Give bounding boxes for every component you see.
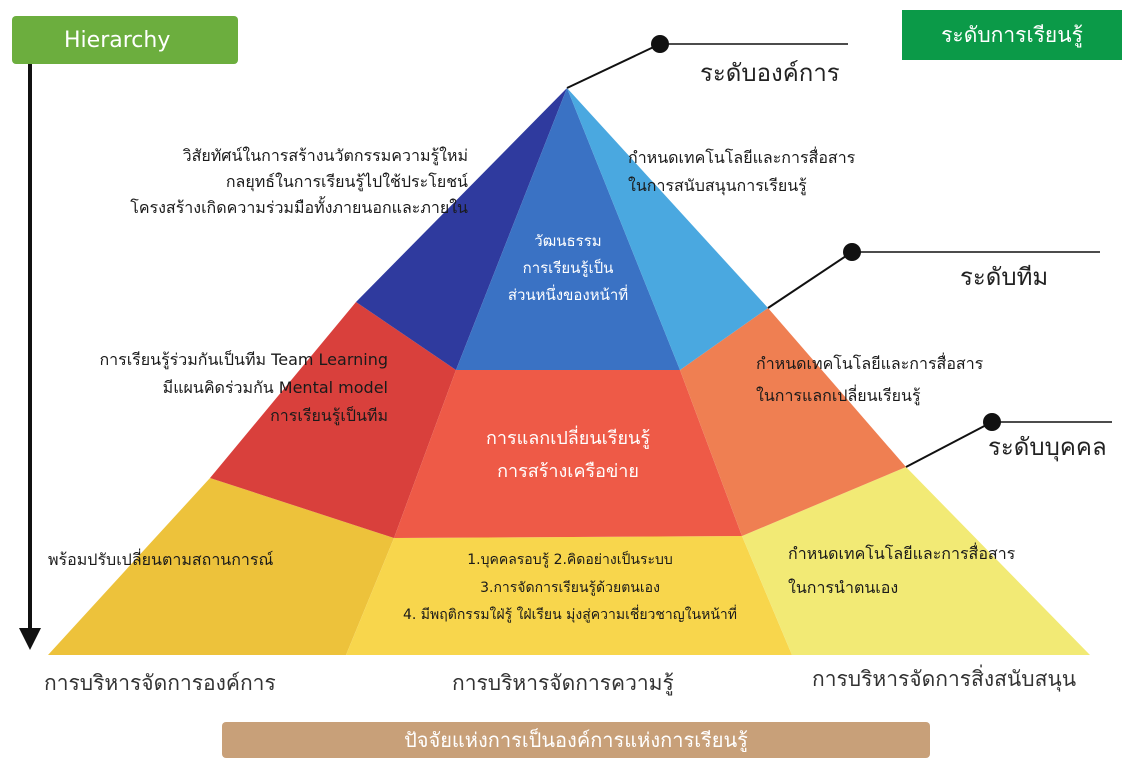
text-line: กลยุทธ์ในการเรียนรู้ไปใช้ประโยชน์	[225, 172, 468, 191]
middle-center-section	[394, 370, 742, 538]
level-organization: ระดับองค์การ	[700, 59, 840, 87]
individual-callout-line	[905, 421, 993, 468]
top-left-text: วิสัยทัศน์ในการสร้างนวัตกรรมความรู้ใหม่ …	[130, 146, 468, 218]
text-line: ในการนำตนเอง	[788, 578, 899, 597]
base-label-knowledge: การบริหารจัดการความรู้	[452, 671, 674, 695]
level-individual: ระดับบุคคล	[988, 433, 1107, 461]
org-callout-dot	[651, 35, 669, 53]
team-callout-line	[767, 251, 853, 309]
text-line: พร้อมปรับเปลี่ยนตามสถานการณ์	[48, 550, 274, 569]
top-center-text: วัฒนธรรม การเรียนรู้เป็น ส่วนหนึ่งของหน้…	[468, 232, 668, 304]
top-right-section	[567, 88, 768, 370]
hierarchy-label: Hierarchy	[12, 16, 238, 64]
text-line: ในการสนับสนุนการเรียนรู้	[628, 176, 807, 195]
bottom-right-text: กำหนดเทคโนโลยีและการสื่อสาร ในการนำตนเอง	[788, 544, 1015, 598]
bottom-left-section	[48, 478, 394, 655]
middle-right-text: กำหนดเทคโนโลยีและการสื่อสาร ในการแลกเปลี…	[756, 354, 983, 406]
top-center-section	[456, 88, 680, 370]
text-line: 1.บุคคลรอบรู้ 2.คิดอย่างเป็นระบบ	[467, 552, 673, 568]
hierarchy-arrow-head	[19, 628, 41, 650]
text-line: การเรียนรู้เป็น	[522, 258, 614, 277]
bottom-center-section	[346, 536, 792, 655]
text-line: การสร้างเครือข่าย	[497, 460, 639, 482]
individual-callout-dot	[983, 413, 1001, 431]
learning-level-label: ระดับการเรียนรู้	[902, 10, 1122, 60]
bottom-banner: ปัจจัยแห่งการเป็นองค์การแห่งการเรียนรู้	[222, 722, 930, 758]
base-label-organization: การบริหารจัดการองค์การ	[44, 671, 276, 695]
text-line: วิสัยทัศน์ในการสร้างนวัตกรรมความรู้ใหม่	[182, 146, 468, 165]
text-line: มีแผนคิดร่วมกัน Mental model	[162, 378, 388, 397]
bottom-right-section	[742, 467, 1090, 655]
middle-left-section	[210, 302, 456, 538]
text-line: การเรียนรู้เป็นทีม	[270, 406, 388, 425]
text-line: กำหนดเทคโนโลยีและการสื่อสาร	[788, 544, 1016, 563]
base-label-support: การบริหารจัดการสิ่งสนับสนุน	[812, 667, 1077, 691]
middle-right-section	[680, 308, 906, 536]
text-line: ในการแลกเปลี่ยนเรียนรู้	[756, 386, 921, 405]
text-line: ส่วนหนึ่งของหน้าที่	[507, 285, 629, 304]
level-team: ระดับทีม	[960, 263, 1049, 291]
text-line: การเรียนรู้ร่วมกันเป็นทีม Team Learning	[99, 350, 388, 369]
org-callout-line	[566, 43, 661, 89]
bottom-left-text: พร้อมปรับเปลี่ยนตามสถานการณ์	[48, 550, 273, 570]
bottom-center-text: 1.บุคคลรอบรู้ 2.คิดอย่างเป็นระบบ 3.การจั…	[368, 552, 772, 625]
top-left-section	[356, 88, 567, 370]
team-callout-dot	[843, 243, 861, 261]
text-line: 3.การจัดการเรียนรู้ด้วยตนเอง	[480, 579, 660, 596]
text-line: 4. มีพฤติกรรมใฝ่รู้ ใฝ่เรียน มุ่งสู่ความ…	[402, 607, 738, 623]
middle-left-text: การเรียนรู้ร่วมกันเป็นทีม Team Learning …	[99, 350, 388, 426]
text-line: วัฒนธรรม	[534, 232, 602, 250]
top-right-text: กำหนดเทคโนโลยีและการสื่อสาร ในการสนับสนุ…	[628, 148, 855, 196]
text-line: กำหนดเทคโนโลยีและการสื่อสาร	[628, 148, 856, 167]
text-line: การแลกเปลี่ยนเรียนรู้	[485, 428, 650, 449]
text-line: กำหนดเทคโนโลยีและการสื่อสาร	[756, 354, 984, 373]
middle-center-text: การแลกเปลี่ยนเรียนรู้ การสร้างเครือข่าย	[448, 428, 688, 483]
text-line: โครงสร้างเกิดความร่วมมือทั้งภายนอกและภาย…	[130, 198, 468, 217]
